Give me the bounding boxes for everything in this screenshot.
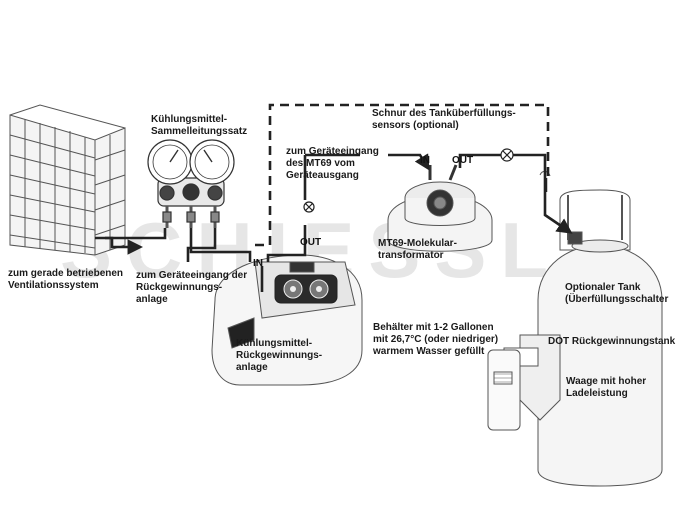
unit-in-label: IN <box>253 258 263 269</box>
manifold-gauges-icon <box>147 139 235 228</box>
sensor-cord-label: Schnur des Tanküberfüllungs- sensors (op… <box>372 108 516 131</box>
dot-tank-label: DOT Rückgewinnungstank <box>548 336 676 347</box>
dot-tank-icon <box>537 170 663 487</box>
optional-tank-label: Optionaler Tank (Überfüllungsschalter <box>565 282 669 305</box>
device-inlet-mt69-label: zum Geräteeingang des MT69 vom Geräteaus… <box>286 146 379 181</box>
recovery-unit-label: Kühlungsmittel- Rückgewinnungs- anlage <box>236 338 323 373</box>
mt69-out-label: OUT <box>452 155 474 166</box>
mt69-label: MT69-Molekular- transformator <box>378 238 457 261</box>
water-container-icon <box>487 349 521 431</box>
valve-icon <box>303 148 514 213</box>
recovery-unit-icon <box>211 254 363 386</box>
unit-out-label: OUT <box>300 237 322 248</box>
ventilation-unit-icon <box>9 104 126 256</box>
mt69-in-label: IN <box>420 155 430 166</box>
ventilation-label: zum gerade betriebenen Ventilationssyste… <box>8 268 124 291</box>
sensor-cord-line <box>255 103 550 247</box>
hose-lines <box>95 153 573 292</box>
scale-label: Waage mit hoher Ladeleistung <box>566 376 647 399</box>
recovery-inlet-label: zum Geräteeingang der Rückgewinnungs- an… <box>136 270 248 305</box>
mt69-transformer-icon <box>387 164 493 252</box>
manifold-label: Kühlungsmittel- Sammelleitungssatz <box>151 114 248 137</box>
water-container-label: Behälter mit 1-2 Gallonen mit 26,7°C (od… <box>373 322 499 357</box>
